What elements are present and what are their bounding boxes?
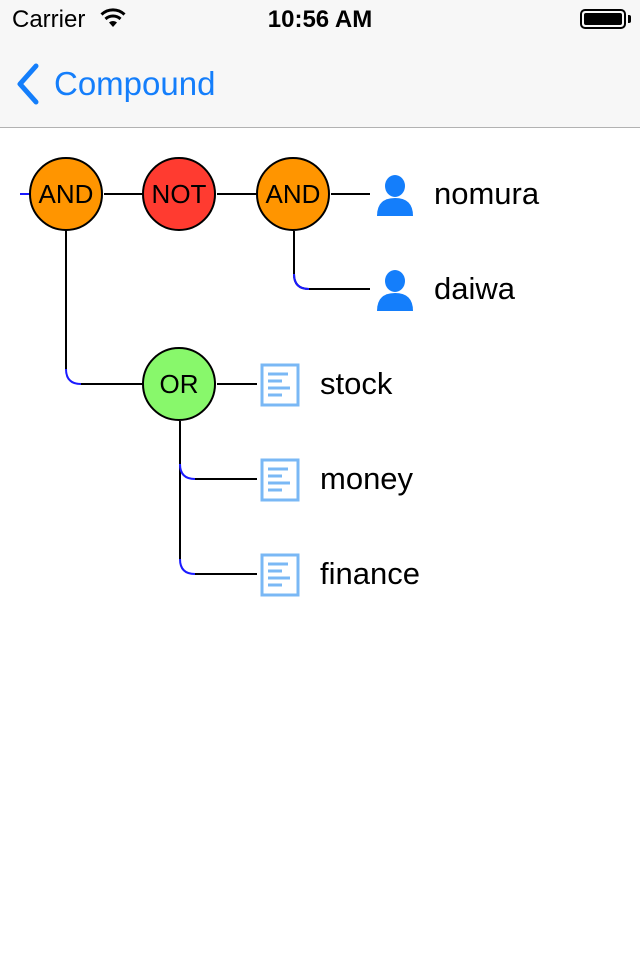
not-node[interactable]: NOT [142,157,216,231]
tree-connectors [20,193,370,575]
back-label: Compound [54,65,216,102]
battery-icon [580,9,626,29]
leaf-label-nomura[interactable]: nomura [434,176,540,211]
or-node[interactable]: OR [142,347,216,421]
user-icon [377,270,413,311]
document-icon [260,553,300,597]
and-node-inner[interactable]: AND [256,157,330,231]
battery-tip [628,15,631,23]
leaf-label-finance[interactable]: finance [320,556,420,591]
carrier-label: Carrier [12,6,86,33]
document-icon [260,458,300,502]
navigation-bar: Compound [0,40,640,128]
leaf-label-stock[interactable]: stock [320,366,393,401]
and-node-root[interactable]: AND [29,157,103,231]
leaf-label-money[interactable]: money [320,461,414,496]
leaf-label-daiwa[interactable]: daiwa [434,271,515,306]
document-icon [260,363,300,407]
wifi-icon [100,8,126,33]
compound-tree: AND NOT AND OR nomura daiwa stock money … [0,129,640,960]
back-button[interactable]: Compound [14,62,215,106]
user-icon [377,175,413,216]
status-bar: Carrier 10:56 AM [0,0,640,40]
clock: 10:56 AM [267,6,373,33]
chevron-left-icon [17,63,39,105]
